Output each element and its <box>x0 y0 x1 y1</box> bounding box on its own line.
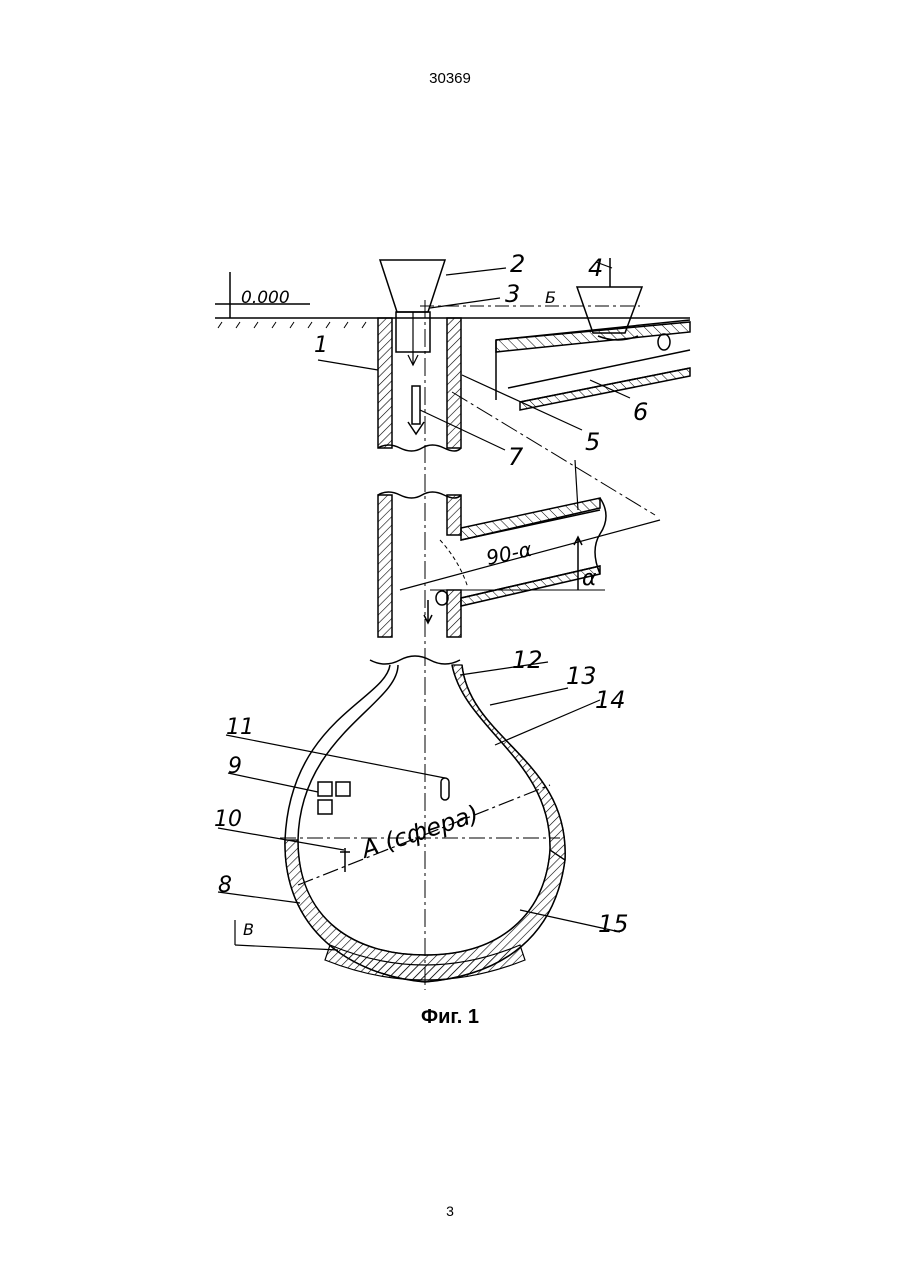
alpha-label: α <box>582 566 597 591</box>
ref-6: 6 <box>633 398 648 426</box>
ref-9: 9 <box>228 754 242 779</box>
dimension-label: A (сфера) <box>356 800 482 865</box>
ref-8: 8 <box>218 873 232 898</box>
ref-5b: 5 <box>565 457 566 459</box>
ground-level-label: 0.000 <box>241 288 290 308</box>
sphere-inner <box>298 665 550 955</box>
section-v-label: В <box>243 920 254 939</box>
ref-14: 14 <box>595 686 626 714</box>
funnel-2 <box>380 260 445 312</box>
ref-13: 13 <box>566 662 597 690</box>
ref-3: 3 <box>505 280 520 308</box>
ref-5a: 5 <box>585 428 600 456</box>
shaft-wall-left <box>378 318 392 448</box>
ref-2: 2 <box>510 250 525 278</box>
page-number: 3 <box>0 1203 900 1219</box>
ref-12: 12 <box>512 646 543 674</box>
angle-label: 90-α <box>484 537 534 570</box>
figure-caption: Фиг. 1 <box>0 1006 900 1029</box>
ref-7: 7 <box>508 443 524 471</box>
ref-1: 1 <box>314 333 328 358</box>
ref-15: 15 <box>598 910 629 938</box>
ref-11: 11 <box>226 715 254 740</box>
ref-10: 10 <box>214 807 242 832</box>
ref-4: 4 <box>588 254 603 282</box>
section-b-label: Б <box>545 288 556 307</box>
